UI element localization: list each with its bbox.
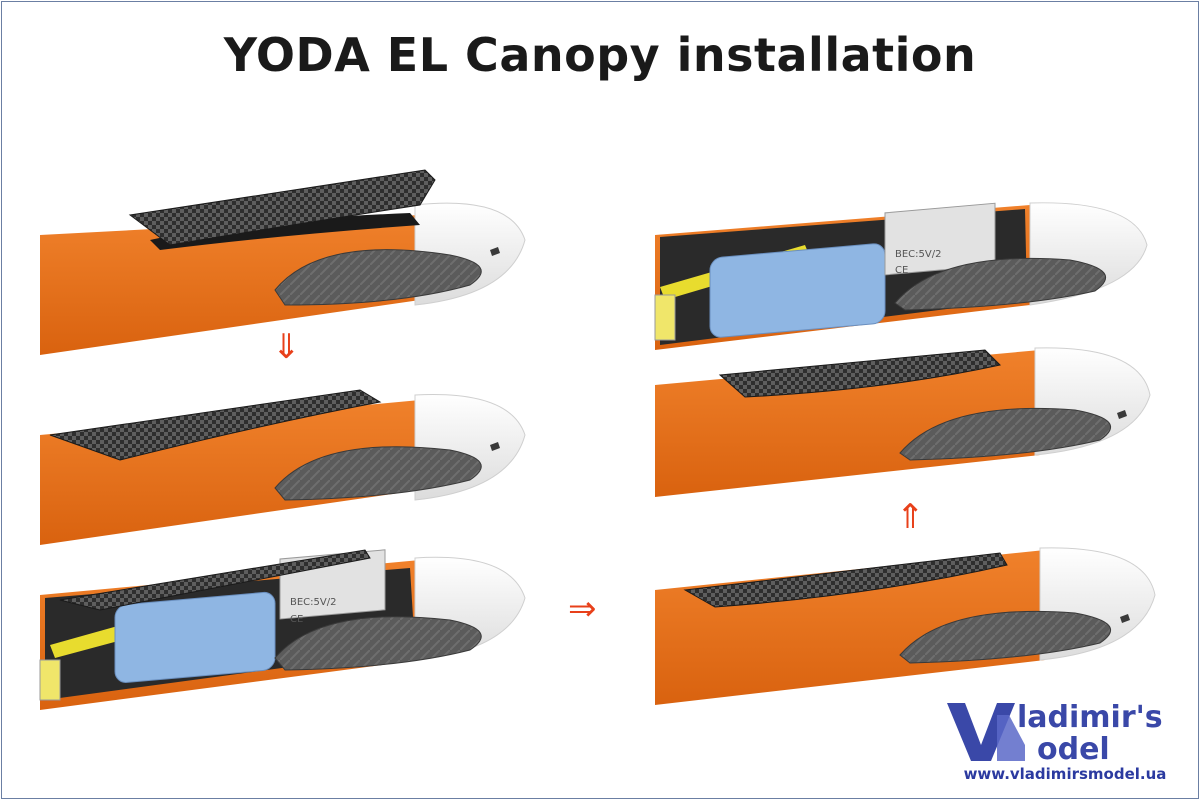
fuselage-body <box>40 215 420 355</box>
fuselage-step-6 <box>655 547 1156 705</box>
canopy <box>128 169 436 246</box>
arrow-up: ⇑ <box>896 497 925 537</box>
battery <box>114 591 276 683</box>
brand-word-1: ladimir's <box>1017 700 1163 735</box>
esc-ce-mark: CE <box>290 614 303 625</box>
connector <box>39 659 61 701</box>
esc-module <box>884 202 996 276</box>
fuselage-step-5 <box>655 347 1151 497</box>
side-fairing <box>274 446 482 501</box>
canopy <box>49 389 382 461</box>
nose-clip <box>490 442 500 451</box>
nose-clip <box>1120 614 1130 623</box>
esc-label-line: BEC:5V/2 <box>290 597 336 608</box>
fuselage-step-1 <box>40 169 526 355</box>
side-fairing <box>899 610 1112 664</box>
brand-url[interactable]: www.vladimirsmodel.ua <box>963 765 1167 783</box>
canopy <box>59 549 371 611</box>
cockpit-opening <box>150 213 420 250</box>
brand-logo: ladimir's odel <box>947 700 1163 767</box>
fuselage-step-4: BEC:5V/2 CE <box>654 202 1148 350</box>
esc-ce-mark: CE <box>895 265 908 276</box>
side-fairing <box>274 249 482 306</box>
fuselage-step-3: BEC:5V/2 CE <box>39 549 526 710</box>
side-fairing <box>894 257 1107 311</box>
arrow-down-1: ⇓ <box>272 327 301 367</box>
page-title: YODA EL Canopy installation <box>223 28 977 82</box>
connector <box>654 294 676 341</box>
brand-word-2: odel <box>1037 732 1110 767</box>
side-fairing <box>899 407 1112 461</box>
esc-label-line: BEC:5V/2 <box>895 249 941 260</box>
fuselage-step-2 <box>40 389 526 545</box>
canopy <box>683 552 1008 608</box>
side-fairing <box>274 616 482 671</box>
arrow-right: ⇒ <box>568 589 597 629</box>
nose-clip <box>1117 410 1127 419</box>
nose-clip <box>490 247 500 256</box>
canopy <box>718 349 1002 398</box>
battery <box>709 243 886 338</box>
